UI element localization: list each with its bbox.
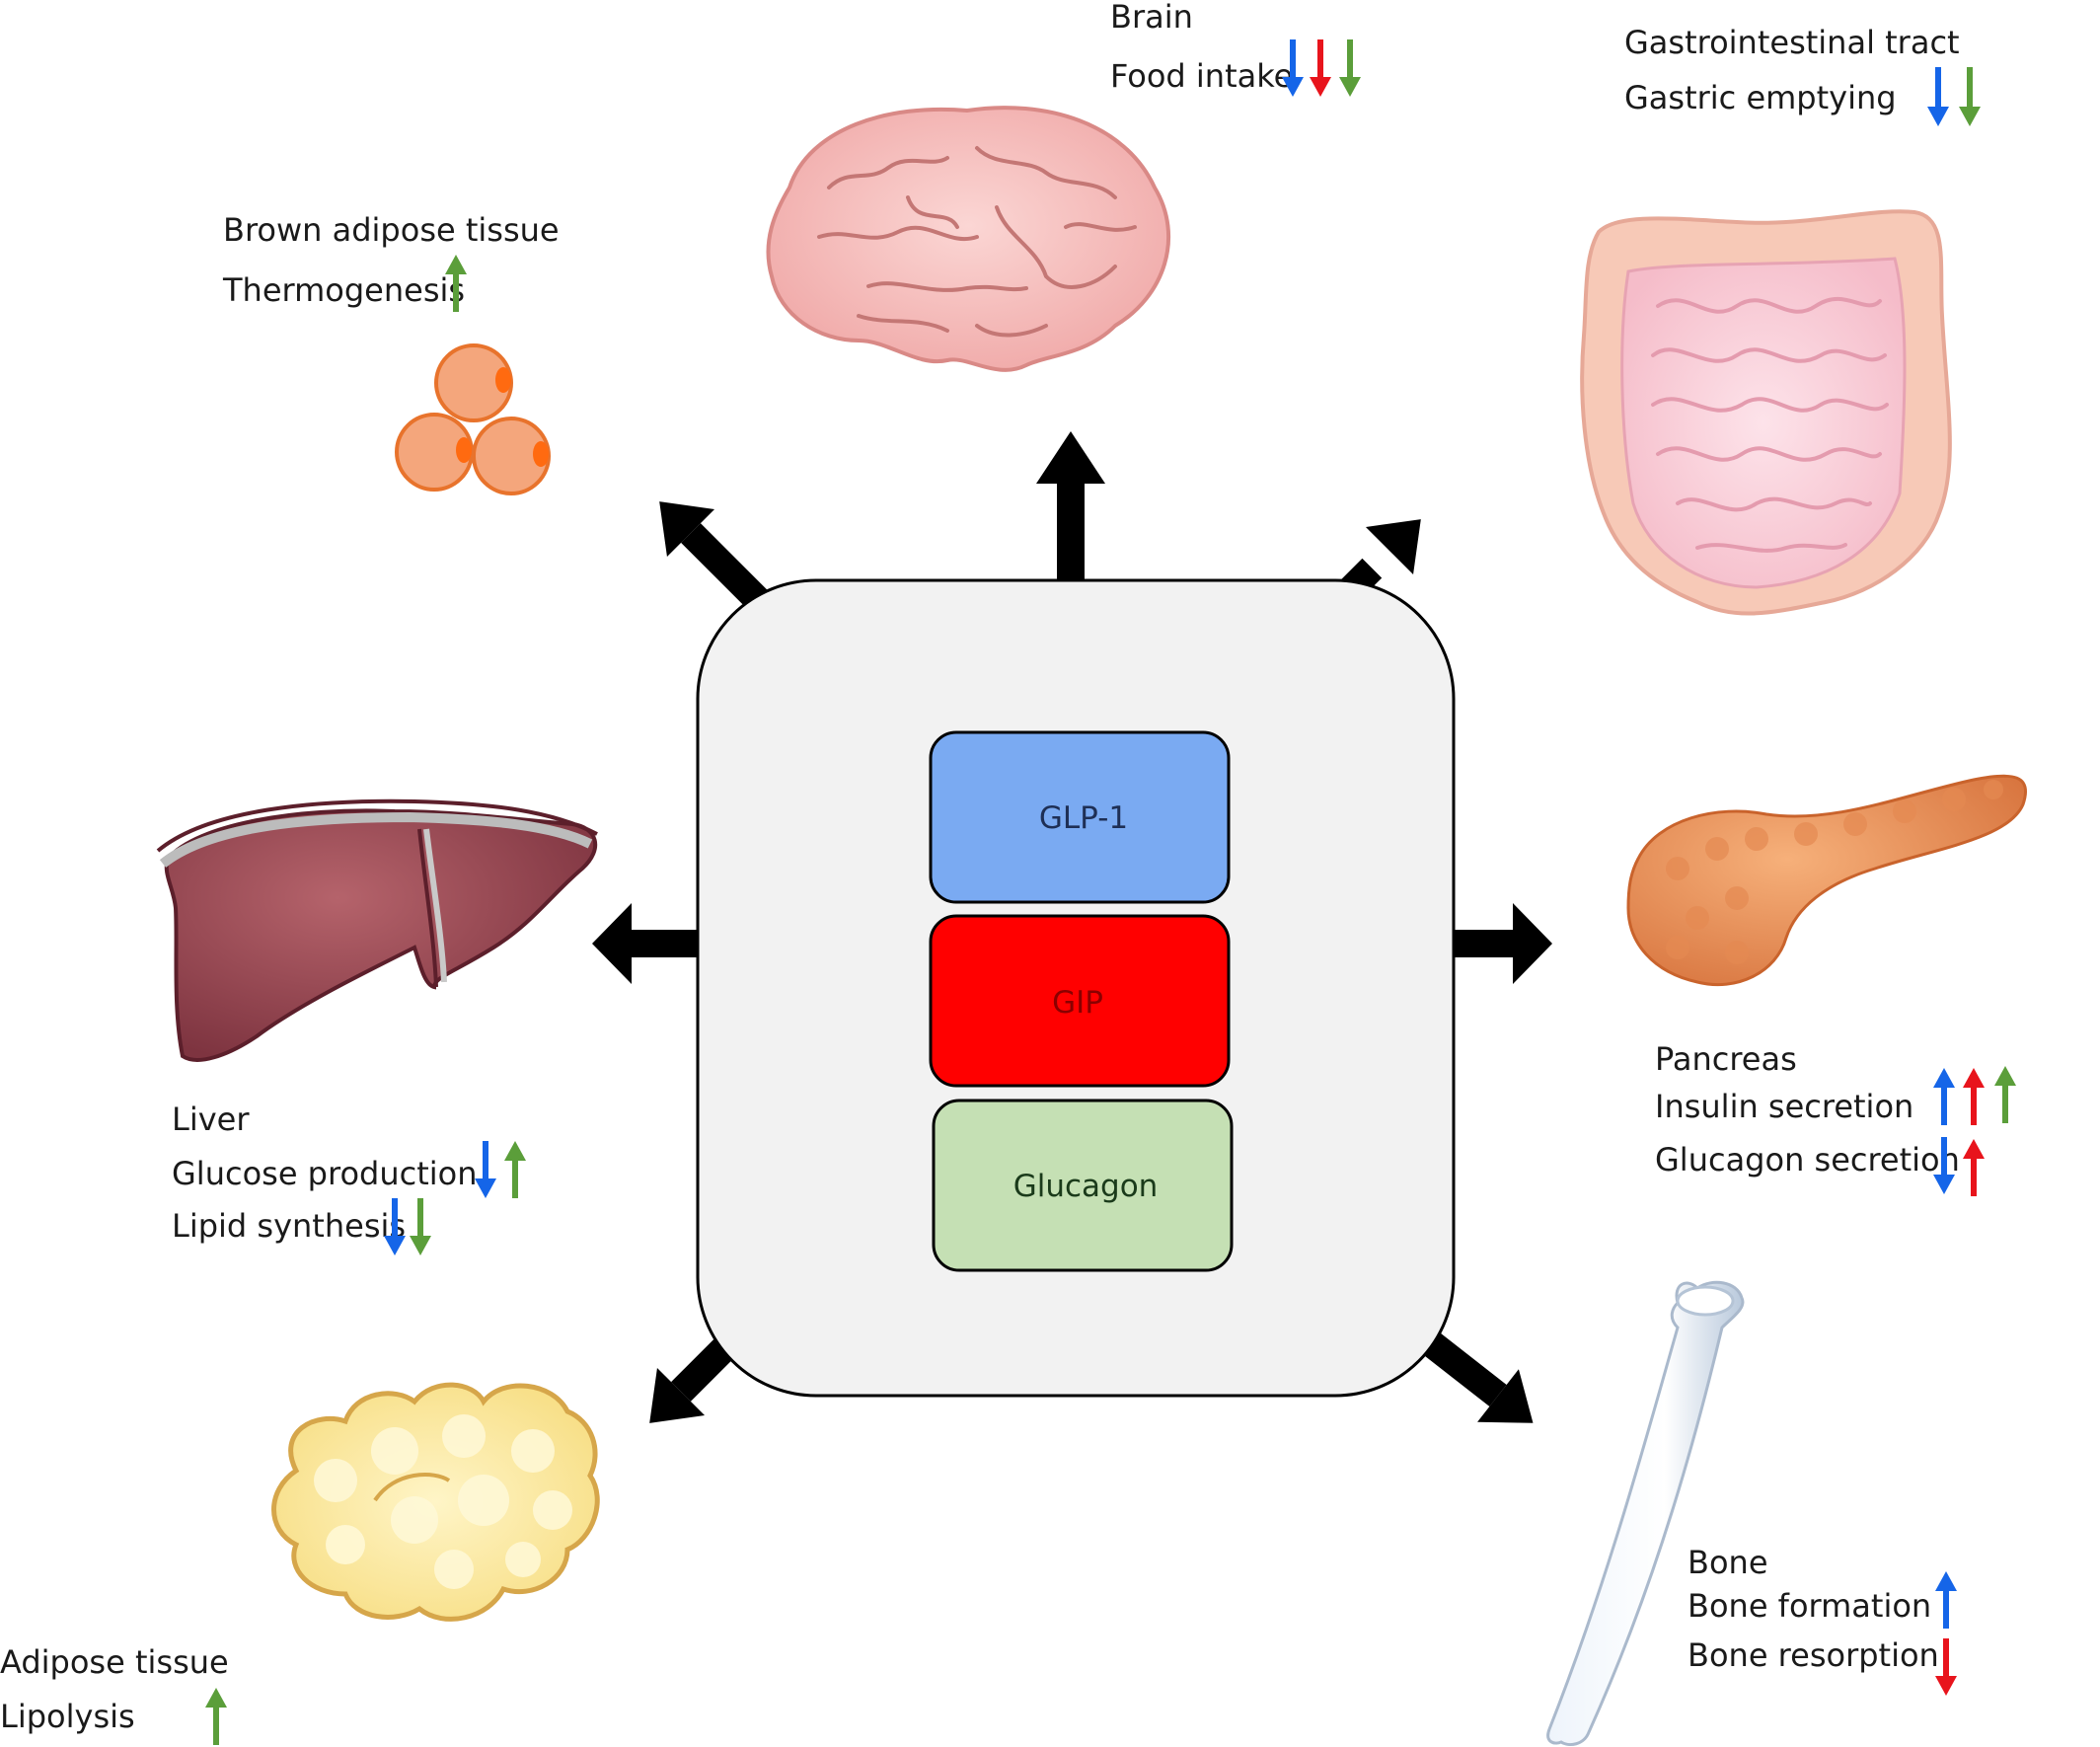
brain-illustration: [766, 106, 1170, 372]
liver-illustration: [156, 798, 598, 1062]
glucagon-secretion-arrows: [1933, 1137, 1985, 1196]
insulin-secretion-arrows: [1933, 1066, 2016, 1125]
gi-label-group: Gastrointestinal tract Gastric emptying: [1624, 24, 1981, 126]
arrow-up-blue-icon: [1933, 1068, 1955, 1125]
hormone-gip-label: GIP: [1052, 985, 1103, 1021]
bone-illustration: [1546, 1280, 1745, 1746]
arrow-up-green-icon: [504, 1141, 526, 1198]
arrow-down-blue-icon: [384, 1198, 406, 1255]
hormone-glucagon: Glucagon: [932, 1099, 1234, 1272]
arrow-down-blue-icon: [1933, 1137, 1955, 1194]
hormone-gip: GIP: [929, 914, 1231, 1088]
pancreas-title: Pancreas: [1655, 1040, 1797, 1078]
pancreas-effect-glucagon-secretion: Glucagon secretion: [1655, 1141, 1960, 1178]
food-intake-arrows: [1282, 39, 1361, 97]
pancreas-label-group: Pancreas Insulin secretion Glucagon secr…: [1655, 1040, 2016, 1196]
bone-effect-resorption: Bone resorption: [1688, 1636, 1939, 1674]
arrow-to-liver: [592, 903, 699, 984]
adipose-title: Adipose tissue: [0, 1643, 229, 1681]
arrow-down-red-icon: [1935, 1638, 1957, 1696]
hormone-glp1: GLP-1: [929, 730, 1231, 904]
adipose-effect-lipolysis: Lipolysis: [0, 1698, 135, 1735]
lipid-synthesis-arrows: [384, 1198, 431, 1255]
arrow-down-blue-icon: [475, 1141, 496, 1198]
bat-cell: [472, 417, 551, 495]
arrow-down-green-icon: [410, 1198, 431, 1255]
liver-effect-lipid-synthesis: Lipid synthesis: [172, 1207, 406, 1245]
arrow-down-green-icon: [1959, 67, 1981, 126]
bat-label-group: Brown adipose tissue Thermogenesis: [222, 211, 560, 312]
arrow-up-green-icon: [445, 255, 467, 312]
bat-cell: [395, 413, 474, 492]
brain-title: Brain: [1110, 0, 1193, 36]
gi-effect-gastric-emptying: Gastric emptying: [1624, 79, 1897, 116]
arrow-up-red-icon: [1963, 1139, 1985, 1196]
liver-effect-glucose-production: Glucose production: [172, 1155, 478, 1192]
bat-effect-thermogenesis: Thermogenesis: [222, 271, 465, 309]
liver-title: Liver: [172, 1101, 250, 1138]
arrow-down-red-icon: [1310, 39, 1331, 97]
pancreas-illustration: [1626, 774, 2027, 987]
glucose-production-arrows: [475, 1141, 526, 1198]
brain-label-group: Brain Food intake: [1110, 0, 1361, 97]
arrow-up-red-icon: [1963, 1068, 1985, 1125]
adipose-label-group: Adipose tissue Lipolysis: [0, 1643, 229, 1745]
brown-adipose-illustration: [395, 343, 551, 495]
liver-label-group: Liver Glucose production Lipid synthesis: [172, 1101, 526, 1255]
bat-title: Brown adipose tissue: [223, 211, 560, 249]
bone-label-group: Bone Bone formation Bone resorption: [1688, 1544, 1957, 1696]
arrow-up-green-icon: [205, 1688, 227, 1745]
arrow-up-green-icon: [1994, 1066, 2016, 1123]
brain-effect-food-intake: Food intake: [1110, 57, 1293, 95]
arrow-down-green-icon: [1339, 39, 1361, 97]
gi-tract-illustration: [1580, 209, 1952, 616]
arrow-up-blue-icon: [1935, 1571, 1957, 1629]
bat-cell: [434, 343, 513, 422]
arrow-down-blue-icon: [1282, 39, 1304, 97]
bone-effect-formation: Bone formation: [1688, 1587, 1931, 1625]
pancreas-effect-insulin-secretion: Insulin secretion: [1655, 1088, 1913, 1125]
gi-title: Gastrointestinal tract: [1624, 24, 1960, 61]
gastric-emptying-arrows: [1927, 67, 1981, 126]
arrow-to-brain: [1036, 431, 1105, 580]
hormone-glucagon-label: Glucagon: [1013, 1169, 1159, 1204]
arrow-down-blue-icon: [1927, 67, 1949, 126]
hormone-glp1-label: GLP-1: [1039, 800, 1128, 836]
bone-title: Bone: [1688, 1544, 1768, 1581]
arrow-to-pancreas: [1451, 903, 1552, 984]
adipose-tissue-illustration: [271, 1382, 600, 1622]
